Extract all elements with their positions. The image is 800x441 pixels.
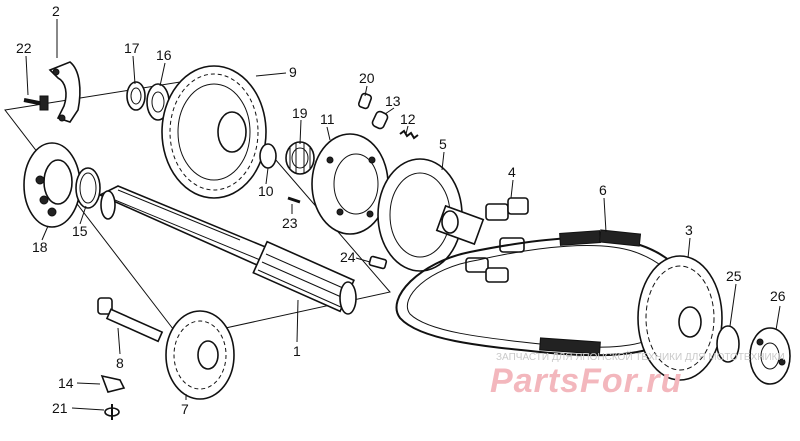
pin-23: [287, 196, 301, 204]
bolt-22: [23, 95, 49, 111]
callout-17: 17: [124, 40, 140, 56]
ring-25: [716, 325, 740, 363]
callout-23: 23: [282, 215, 298, 231]
callout-labels: 2 22 17 16 9 20 13 19 11 12 5 4 6 10 23 …: [16, 3, 786, 417]
ring-10: [259, 143, 277, 169]
watermark: ЗАПЧАСТИ ДЛЯ ЯПОНСКОЙ ТЕХНИКИ ДЛЯ МОТОТЕ…: [490, 350, 785, 400]
hub-5: [377, 158, 485, 272]
clutch-plate-11: [311, 133, 389, 235]
drive-chain-6: [395, 229, 691, 357]
cap-13: [371, 110, 389, 130]
callout-5: 5: [439, 136, 447, 152]
pin-20: [357, 92, 373, 110]
callout-12: 12: [400, 111, 416, 127]
key-24: [368, 255, 388, 270]
callout-3: 3: [685, 222, 693, 238]
callout-15: 15: [72, 223, 88, 239]
bearing-26: [749, 327, 791, 385]
callout-9: 9: [289, 64, 297, 80]
collar-17: [126, 81, 146, 111]
callout-25: 25: [726, 268, 742, 284]
driven-sprocket-3: [637, 255, 723, 381]
leader-lines: [25, 19, 781, 411]
needle-bearing-19: [285, 141, 315, 175]
callout-20: 20: [359, 70, 375, 86]
callout-14: 14: [58, 375, 74, 391]
clip-14: [100, 374, 126, 393]
callout-1: 1: [293, 343, 301, 359]
callout-8: 8: [116, 355, 124, 371]
callout-4: 4: [508, 164, 516, 180]
callout-24: 24: [340, 249, 356, 265]
callout-18: 18: [32, 239, 48, 255]
callout-11: 11: [320, 111, 335, 127]
screw-21: [104, 404, 120, 420]
callout-19: 19: [292, 105, 308, 121]
large-sprocket-9: [161, 65, 267, 199]
callout-10: 10: [258, 183, 274, 199]
callout-22: 22: [16, 40, 32, 56]
snap-ring-15: [75, 167, 101, 209]
stopper-plate-2: [48, 61, 81, 123]
main-shaft: [98, 185, 357, 315]
bearing-18: [23, 142, 81, 228]
callout-16: 16: [156, 47, 172, 63]
spring-12: [399, 129, 419, 140]
washer-16: [146, 83, 170, 121]
callout-2: 2: [52, 3, 60, 19]
bolt-8: [97, 297, 164, 343]
watermark-caption: ЗАПЧАСТИ ДЛЯ ЯПОНСКОЙ ТЕХНИКИ ДЛЯ МОТОТЕ…: [496, 350, 785, 363]
callout-13: 13: [385, 93, 401, 109]
callout-7: 7: [181, 401, 189, 417]
watermark-brand: PartsFor.ru: [490, 362, 682, 400]
callout-26: 26: [770, 288, 786, 304]
callout-6: 6: [599, 182, 607, 198]
small-sprocket-7: [165, 310, 235, 400]
callout-21: 21: [52, 400, 68, 416]
